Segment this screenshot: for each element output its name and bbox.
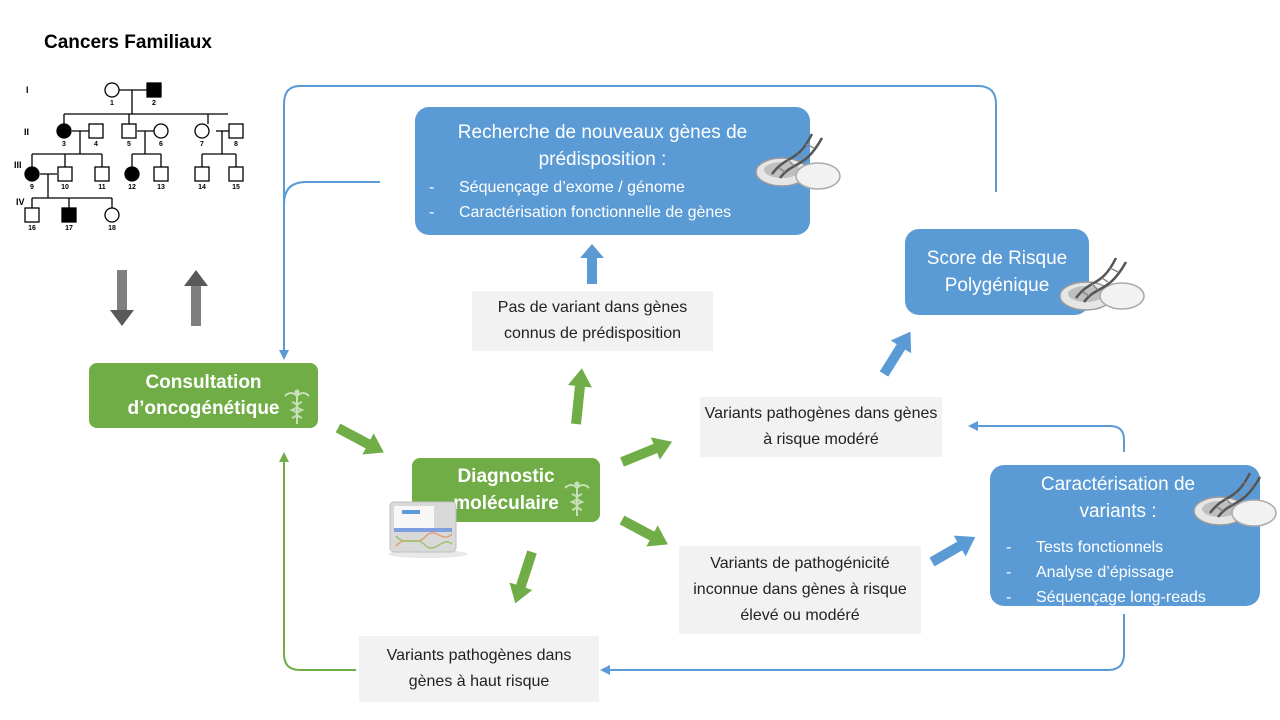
list-item: -Séquençage d’exome / génome	[429, 179, 685, 196]
individual-number: 1	[110, 100, 114, 107]
loop-line-top	[279, 85, 997, 360]
research-title: Recherche de nouveaux gènes de prédispos…	[457, 122, 748, 170]
char-to-moderate-line	[968, 421, 1125, 452]
individual-number: 17	[65, 225, 73, 232]
prs-title: Score de Risque Polygénique	[926, 248, 1068, 296]
arrow-diag-to-novariant-icon	[568, 368, 592, 425]
individual-number: 16	[28, 225, 36, 232]
characterization-title: Caractérisation de variants :	[1040, 474, 1196, 522]
generation-label: II	[24, 127, 29, 137]
individual-number: 18	[108, 225, 116, 232]
research-list: -Séquençage d’exome / génome -Caractéris…	[415, 175, 810, 225]
list-item: -Séquençage long-reads	[1006, 589, 1206, 606]
dna-petri-dish-icon	[1059, 257, 1145, 311]
individual-number: 9	[30, 184, 34, 191]
dna-petri-dish-icon	[1193, 472, 1277, 527]
characterization-box: Caractérisation de variants : -Tests fon…	[990, 465, 1260, 606]
individual-number: 6	[159, 141, 163, 148]
individual-number: 15	[232, 184, 240, 191]
up-arrow-icon	[184, 270, 208, 326]
dna-petri-dish-icon	[755, 133, 841, 190]
list-item: -Analyse d’épissage	[1006, 564, 1174, 581]
individual-number: 14	[198, 184, 206, 191]
arrow-vus-to-char-icon	[929, 535, 976, 567]
list-item: -Caractérisation fonctionnelle de gènes	[429, 204, 732, 221]
arrow-diag-to-high-icon	[509, 550, 537, 604]
arrow-diag-to-moderate-icon	[620, 437, 673, 467]
pedigree-chart: I II III IV 1 2 3 4 5 6 7 8 9 10 11 12 1…	[14, 82, 244, 232]
down-arrow-icon	[110, 270, 134, 326]
generation-label: I	[26, 85, 29, 95]
page-title: Cancers Familiaux	[44, 32, 212, 53]
consultation-box: Consultation d’oncogénétique	[89, 363, 318, 428]
characterization-list: -Tests fonctionnels -Analyse d’épissage …	[990, 535, 1260, 610]
individual-number: 2	[152, 100, 156, 107]
individual-number: 10	[61, 184, 69, 191]
high-to-consultation-line	[279, 452, 356, 671]
loop-line-research	[283, 181, 380, 205]
generation-label: III	[14, 160, 22, 170]
individual-number: 12	[128, 184, 136, 191]
moderate-risk-box: Variants pathogènes dans gènes à risque …	[700, 397, 942, 457]
generation-label: IV	[16, 197, 25, 207]
up-arrow-to-research-icon	[580, 244, 604, 284]
list-item: -Tests fonctionnels	[1006, 539, 1164, 556]
char-to-high-line	[600, 614, 1125, 675]
arrow-consult-to-diag-icon	[335, 423, 384, 455]
individual-number: 4	[94, 141, 98, 148]
arrow-moderate-to-prs-icon	[879, 331, 912, 377]
individual-number: 13	[157, 184, 165, 191]
individual-number: 5	[127, 141, 131, 148]
arrow-diag-to-vus-icon	[619, 515, 668, 547]
prs-box: Score de Risque Polygénique	[905, 229, 1089, 315]
high-risk-box: Variants pathogènes dans gènes à haut ri…	[359, 636, 599, 702]
no-variant-box: Pas de variant dans gènes connus de préd…	[472, 291, 713, 351]
caduceus-icon	[284, 389, 310, 424]
caduceus-icon	[564, 481, 590, 516]
individual-number: 11	[98, 184, 106, 191]
individual-number: 7	[200, 141, 204, 148]
sequencer-machine-icon	[388, 501, 468, 558]
consultation-title: Consultation d’oncogénétique	[127, 371, 280, 419]
vus-box: Variants de pathogénicité inconnue dans …	[679, 546, 921, 634]
individual-number: 8	[234, 141, 238, 148]
research-box: Recherche de nouveaux gènes de prédispos…	[415, 107, 810, 235]
individual-number: 3	[62, 141, 66, 148]
diagnostic-title: Diagnostic moléculaire	[453, 466, 559, 514]
